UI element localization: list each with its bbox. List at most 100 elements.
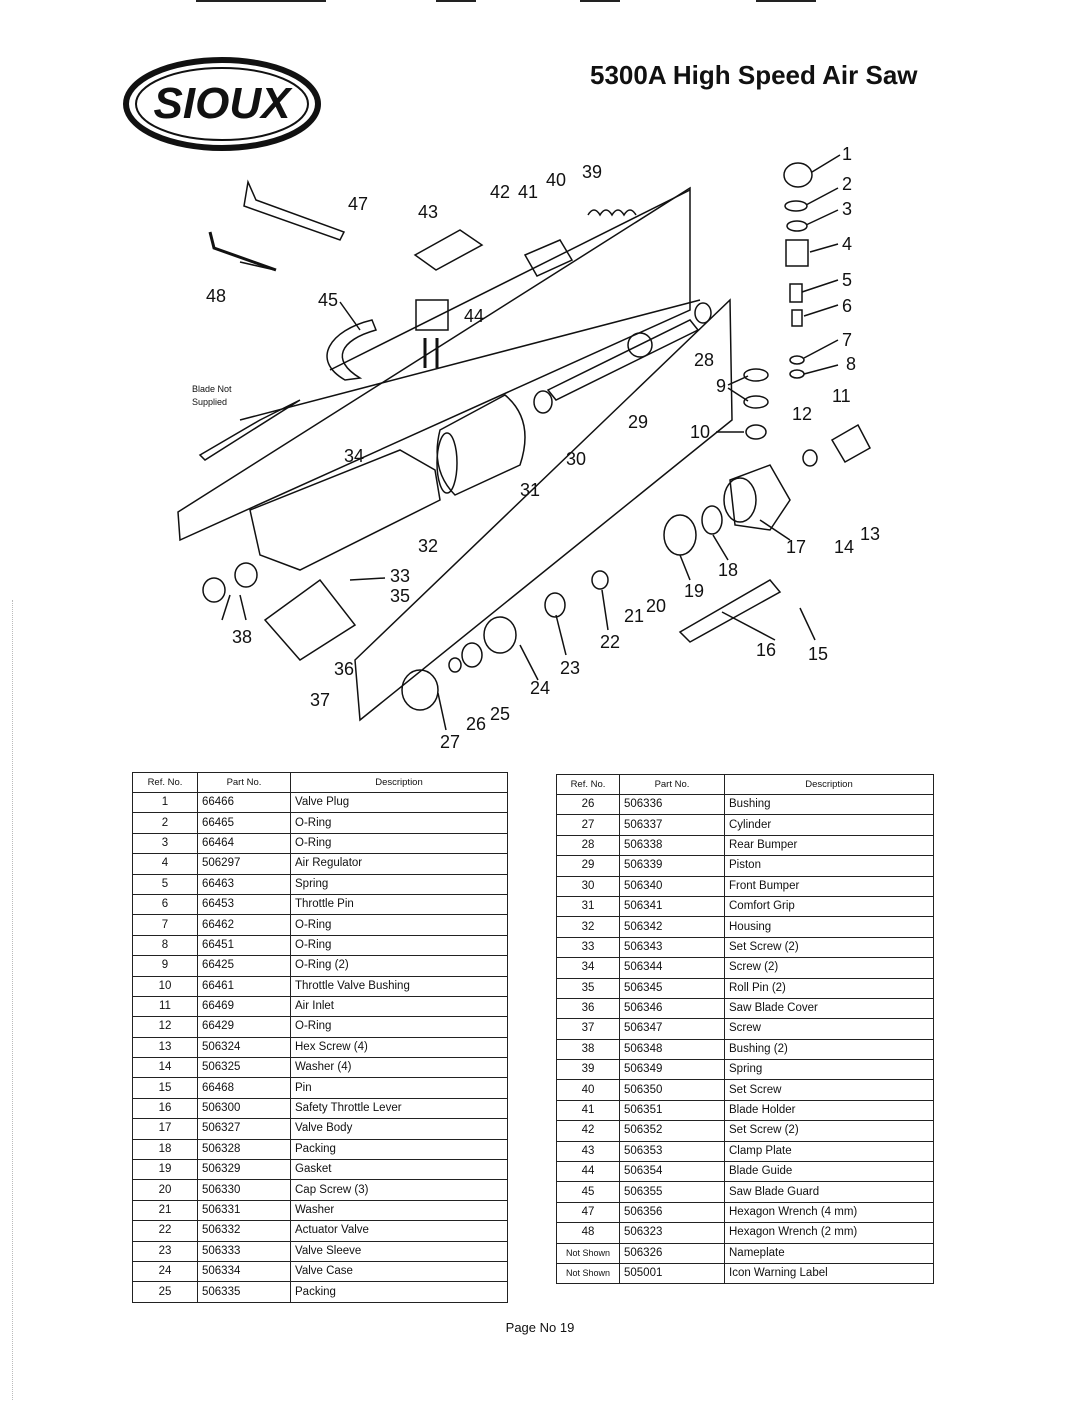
- description-cell: Valve Sleeve: [290, 1240, 508, 1262]
- callout-38: 38: [232, 627, 252, 647]
- part-no-cell: 506331: [197, 1199, 291, 1222]
- piston: [546, 319, 700, 401]
- callout-33: 33: [390, 566, 410, 586]
- ref-cell: Not Shown: [556, 1262, 620, 1285]
- callout-34: 34: [344, 446, 364, 466]
- callout-20: 20: [646, 596, 666, 616]
- ref-cell: 32: [556, 916, 620, 938]
- saw-blade-cover: [263, 578, 357, 661]
- callout-37: 37: [310, 690, 330, 710]
- part-no-cell: 66425: [197, 955, 291, 977]
- part-no-cell: 66466: [197, 791, 291, 814]
- description-cell: Bushing (2): [724, 1038, 934, 1061]
- part-no-cell: 66465: [197, 812, 291, 834]
- callout-2: 2: [842, 174, 852, 194]
- part-no-cell: 506339: [619, 855, 725, 877]
- ref-cell: 7: [132, 914, 198, 936]
- callout-14: 14: [834, 537, 854, 557]
- ref-cell: 28: [556, 834, 620, 857]
- part-no-cell: 506345: [619, 977, 725, 999]
- saw-blade: [198, 399, 301, 461]
- spring: [587, 209, 637, 217]
- ref-cell: 3: [132, 832, 198, 855]
- description-cell: Icon Warning Label: [724, 1262, 934, 1285]
- description-cell: Roll Pin (2): [724, 977, 934, 999]
- ref-cell: 5: [132, 873, 198, 895]
- callout-19: 19: [684, 581, 704, 601]
- description-cell: Set Screw (2): [724, 1120, 934, 1142]
- callout-13: 13: [860, 524, 880, 544]
- part-no-cell: 506328: [197, 1138, 291, 1161]
- part-no-cell: 66451: [197, 934, 291, 957]
- part-no-cell: 506342: [619, 916, 725, 938]
- ref-cell: 45: [556, 1181, 620, 1203]
- ref-cell: 27: [556, 814, 620, 836]
- part-no-cell: 506297: [197, 853, 291, 875]
- ref-cell: 4: [132, 853, 198, 875]
- callout-25: 25: [490, 704, 510, 724]
- description-cell: Cylinder: [724, 814, 934, 836]
- part-no-cell: 506355: [619, 1181, 725, 1203]
- ref-cell: 13: [132, 1036, 198, 1059]
- part-no-cell: 506332: [197, 1220, 291, 1242]
- description-cell: Pin: [290, 1077, 508, 1099]
- part-no-cell: 506336: [619, 793, 725, 816]
- ref-cell: 38: [556, 1038, 620, 1061]
- description-cell: Saw Blade Guard: [724, 1181, 934, 1203]
- air-inlet: [830, 423, 872, 464]
- saw-blade-guard: [326, 319, 378, 381]
- part-no-cell: 506350: [619, 1079, 725, 1101]
- ref-cell: 2: [132, 812, 198, 834]
- callout-10: 10: [690, 422, 710, 442]
- description-cell: Air Inlet: [290, 995, 508, 1018]
- description-cell: O-Ring: [290, 914, 508, 936]
- hex-wrench-2mm: [208, 231, 277, 272]
- scan-edge: [12, 600, 13, 1400]
- callout-43: 43: [418, 202, 438, 222]
- part-no-cell: 506329: [197, 1159, 291, 1181]
- clamp-plate: [413, 229, 484, 271]
- description-cell: Valve Plug: [290, 791, 508, 814]
- callout-1: 1: [842, 144, 852, 164]
- part-no-cell: 66429: [197, 1016, 291, 1038]
- part-no-cell: 506323: [619, 1222, 725, 1244]
- description-cell: Throttle Pin: [290, 893, 508, 916]
- description-cell: Packing: [290, 1281, 508, 1303]
- page-number: Page No 19: [505, 1320, 575, 1335]
- part-no-cell: 506333: [197, 1240, 291, 1262]
- top-rule: [756, 0, 816, 2]
- ref-cell: 1: [132, 791, 198, 814]
- top-rule: [580, 0, 620, 2]
- callout-32: 32: [418, 536, 438, 556]
- col-desc: Description: [290, 772, 508, 793]
- part-no-cell: 506354: [619, 1161, 725, 1183]
- description-cell: Blade Guide: [724, 1161, 934, 1183]
- part-no-cell: 506337: [619, 814, 725, 836]
- part-no-cell: 506353: [619, 1140, 725, 1163]
- callout-4: 4: [842, 234, 852, 254]
- callout-21: 21: [624, 606, 644, 626]
- blade-holder: [523, 239, 574, 277]
- description-cell: Screw (2): [724, 957, 934, 979]
- description-cell: Front Bumper: [724, 875, 934, 897]
- ref-cell: 29: [556, 855, 620, 877]
- ref-cell: 17: [132, 1118, 198, 1140]
- top-rule: [196, 0, 326, 2]
